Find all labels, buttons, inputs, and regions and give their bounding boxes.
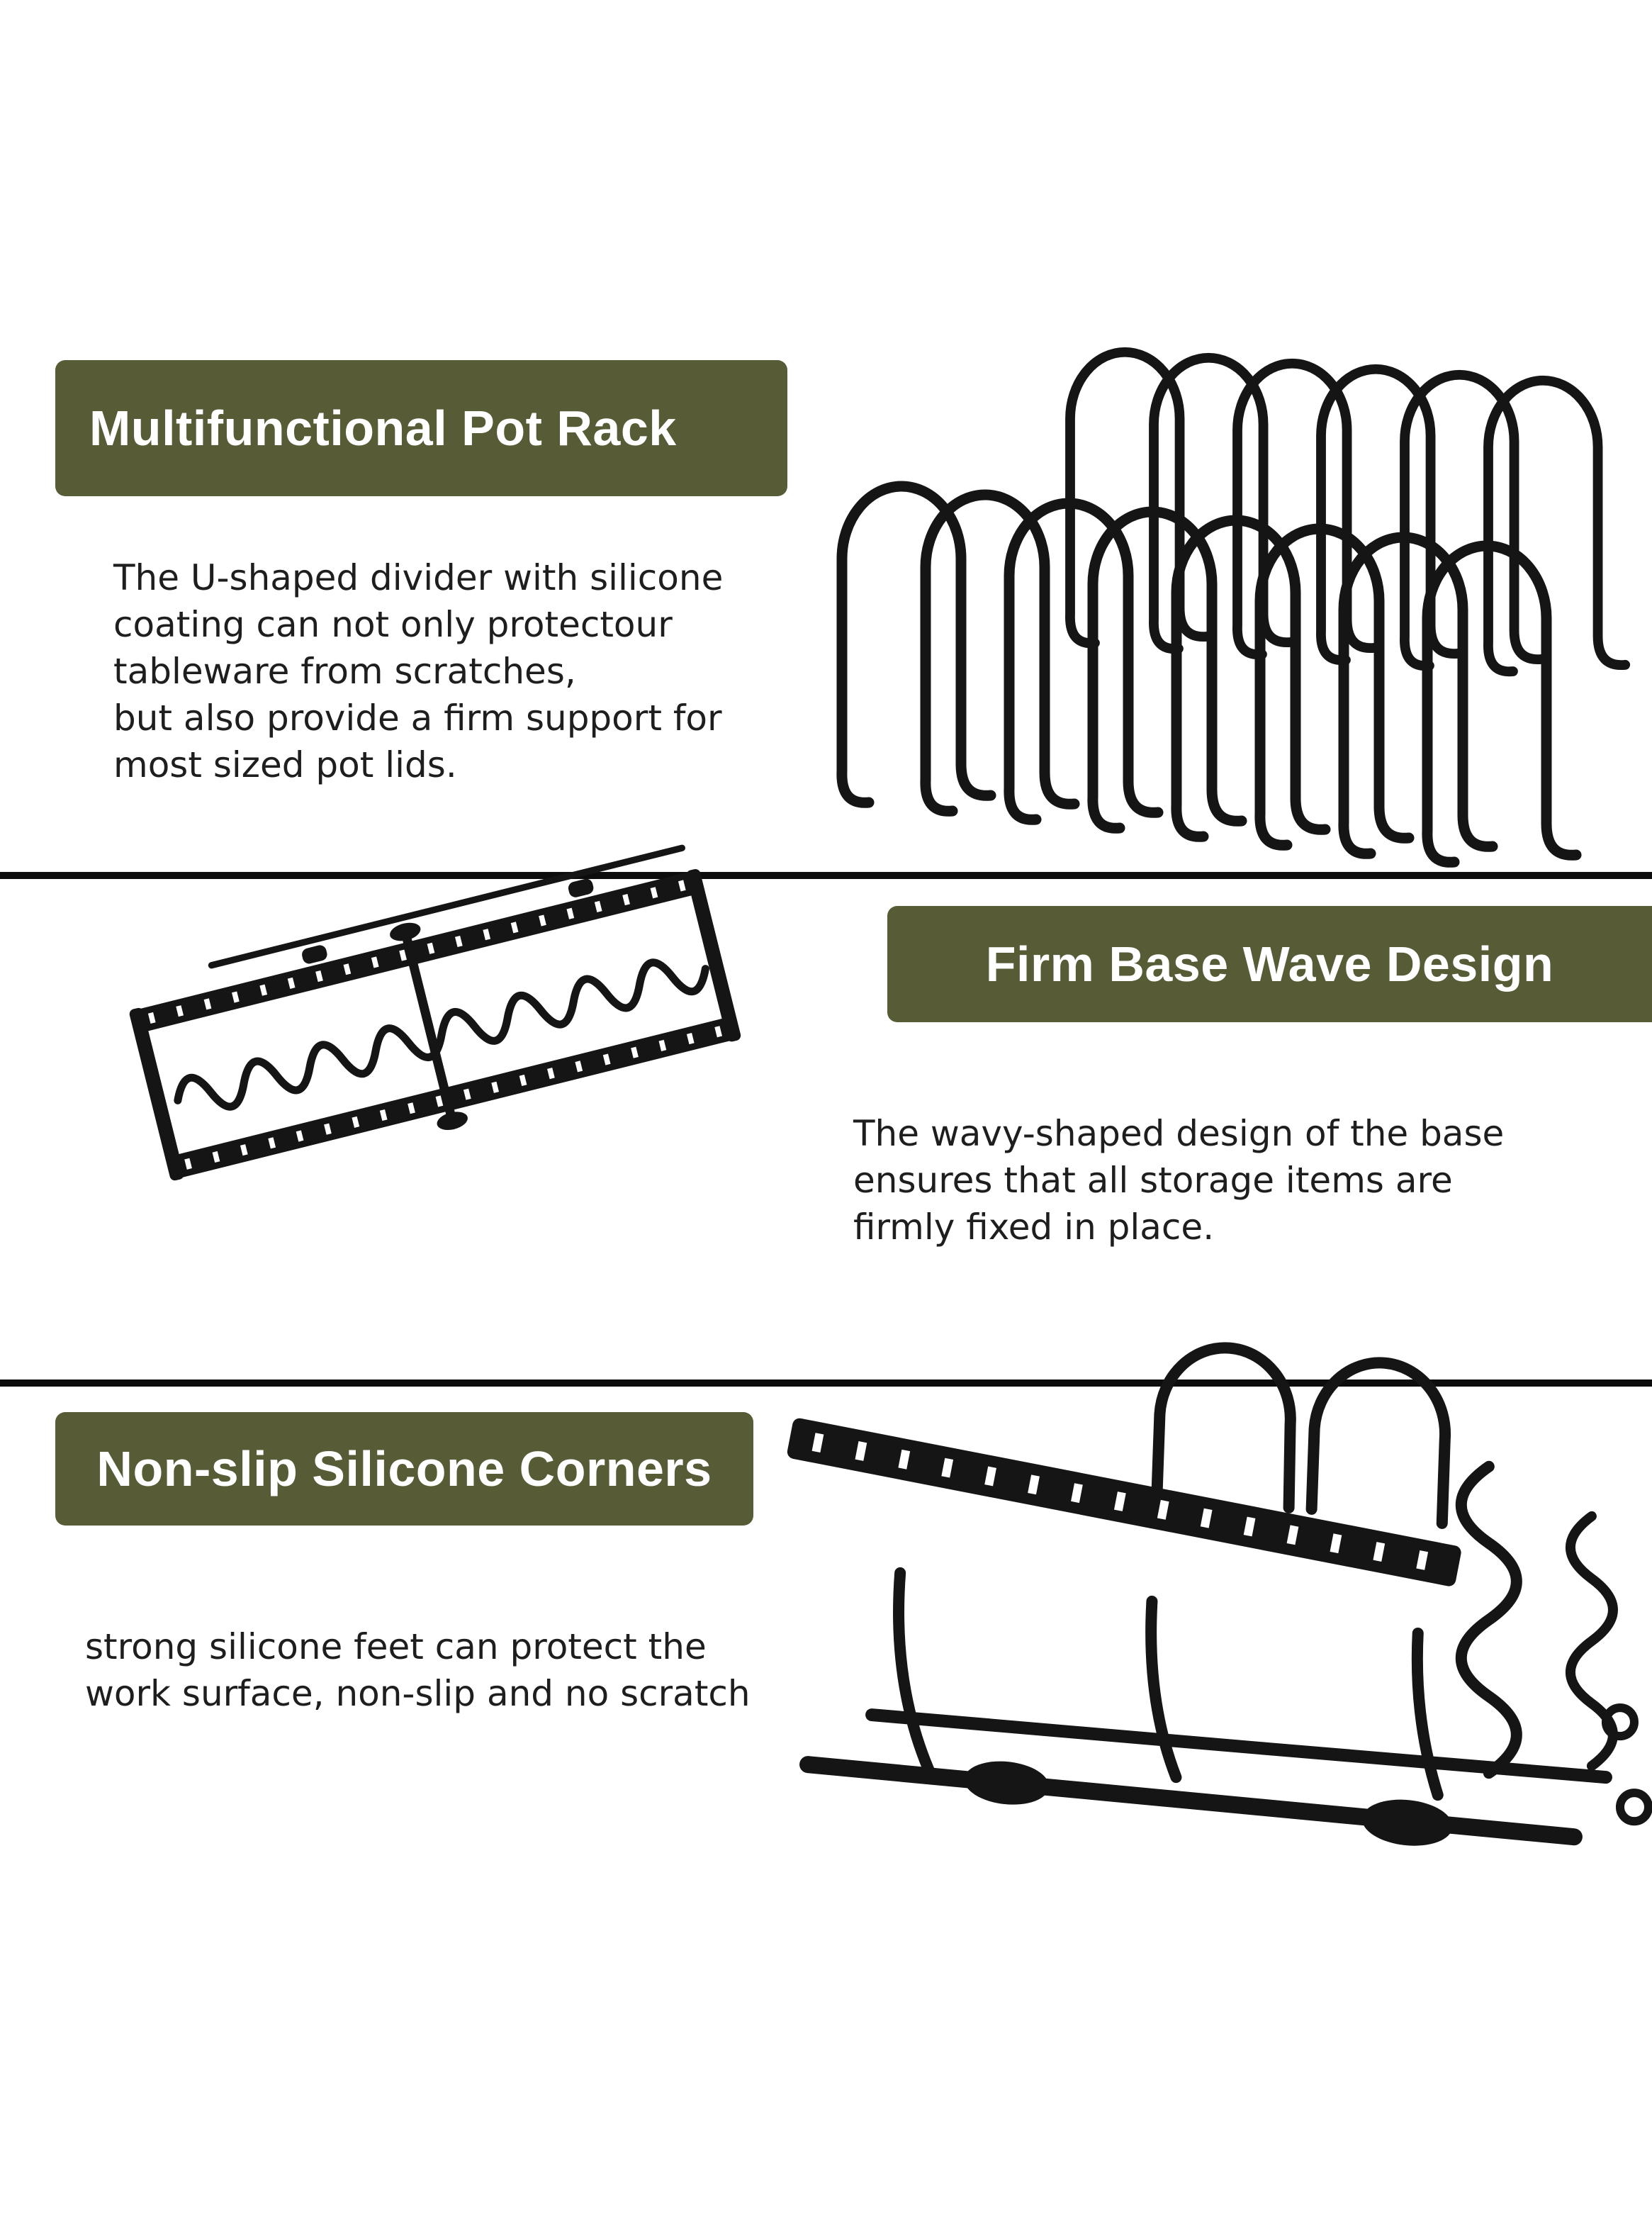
wave-design-title: Firm Base Wave Design [985,936,1554,992]
pot-rack-title: Multifunctional Pot Rack [89,401,677,456]
silicone-corners-description: strong silicone feet can protect the wor… [85,1626,751,1714]
wire-divider [1093,512,1242,828]
wire-loop-end [1601,1703,1639,1741]
wire-divider [926,495,1074,811]
pot-rack-description: The U-shaped divider with silicone coati… [113,557,724,785]
silicone-foot [964,1761,1050,1805]
section-divider [0,1379,1652,1387]
wave-wire-vertical [1456,1460,1522,1779]
corner-post [893,1567,938,1782]
slotted-rail-top [136,872,698,1032]
wire-divider [1344,537,1493,854]
wire-divider [1176,520,1325,836]
silicone-corner-feet-closeup-photo [765,1342,1652,1914]
wave-design-title-banner: Firm Base Wave Design [887,906,1652,1022]
expandable-wire-rack-base-photo [62,844,822,1370]
rail-clip [302,945,327,964]
pot-rack-title-banner: Multifunctional Pot Rack [55,360,787,496]
corner-post [1145,1595,1182,1784]
u-dividers-illustration [836,328,1644,883]
corner-post [1411,1627,1444,1801]
wave-base-wire [174,958,709,1111]
crossbar-clip [437,1112,468,1130]
section-divider [0,872,1652,879]
slotted-rail-bottom [172,1017,734,1178]
wave-design-description: The wavy-shaped design of the base ensur… [853,1113,1505,1248]
crossbar-clip [390,922,421,941]
wire-divider [1009,503,1158,819]
base-bar-front [799,1756,1583,1846]
wire-loop-end [1615,1789,1652,1826]
corner-closeup-illustration [787,1342,1652,1846]
base-bar-rear [865,1708,1612,1784]
u-shaped-silicone-dividers-photo [836,328,1644,883]
expansion-rail [208,844,685,969]
wire-divider [1427,546,1576,862]
wire-divider [1260,529,1409,845]
silicone-corners-title-banner: Non-slip Silicone Corners [55,1412,753,1526]
rack-end-right [686,868,741,1042]
wire-divider-top [1305,1357,1451,1529]
rack-base-illustration [129,844,741,1181]
rack-end-left [129,1007,184,1181]
silicone-foot [1361,1799,1453,1846]
wire-divider-top [1151,1342,1296,1513]
silicone-corners-title: Non-slip Silicone Corners [96,1441,712,1496]
wire-divider [842,486,991,802]
adjustable-crossbar [400,926,458,1127]
rail-clip [568,878,594,897]
